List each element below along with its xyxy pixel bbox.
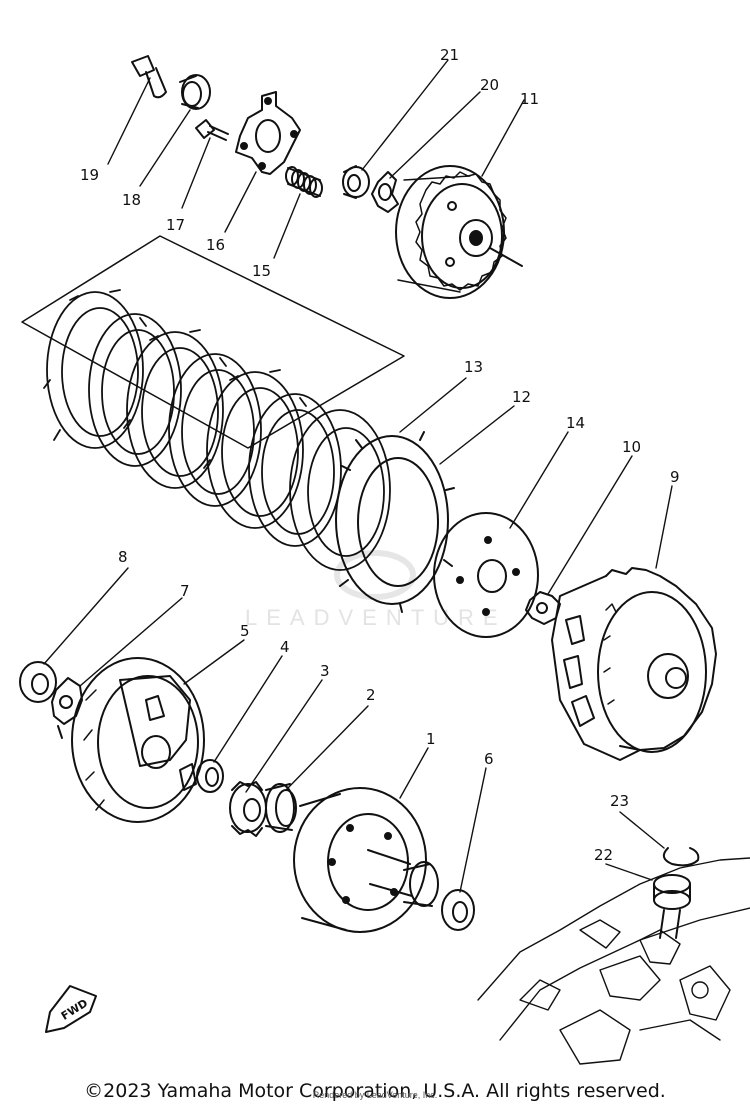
callout-9: 9	[670, 468, 680, 486]
callout-13: 13	[464, 358, 483, 376]
part-19-bolt[interactable]	[131, 55, 167, 99]
friction-plate	[203, 369, 307, 529]
callout-10: 10	[622, 438, 641, 456]
part-5-centrifugal-clutch[interactable]	[71, 657, 205, 823]
watermark-text: LEADVENTURE	[245, 605, 507, 630]
callout-7: 7	[180, 582, 190, 600]
clutch-plate-stack[interactable]	[43, 289, 391, 571]
callout-4: 4	[280, 638, 290, 656]
callout-11: 11	[520, 90, 539, 108]
part-16-plate[interactable]	[235, 91, 301, 175]
part-7-lockwasher[interactable]	[51, 677, 83, 739]
fwd-label: FWD	[59, 997, 90, 1023]
part-18-bearing[interactable]	[179, 74, 211, 110]
steel-plate	[88, 313, 182, 467]
part-23-circlip[interactable]	[662, 847, 700, 867]
part-4-washer[interactable]	[196, 759, 224, 793]
callout-14: 14	[566, 414, 585, 432]
watermark: LEADVENTURE	[245, 550, 507, 630]
callout-2: 2	[366, 686, 376, 704]
callout-3: 3	[320, 662, 330, 680]
part-20-lockwasher[interactable]	[371, 171, 399, 213]
steel-plate	[168, 353, 262, 507]
engine-case	[477, 857, 750, 1065]
part-15-spring[interactable]	[285, 166, 323, 198]
part-22-plug[interactable]	[653, 874, 691, 939]
callout-5: 5	[240, 622, 250, 640]
callout-19: 19	[80, 166, 99, 184]
fwd-arrow-icon	[45, 985, 97, 1033]
part-12-friction-plate[interactable]	[335, 431, 455, 613]
callout-17: 17	[166, 216, 185, 234]
part-9-clutch-housing[interactable]	[551, 567, 717, 761]
part-2-bearing[interactable]	[265, 783, 297, 833]
callout-1: 1	[426, 730, 436, 748]
copyright-notice: ©2023 Yamaha Motor Corporation, U.S.A. A…	[84, 1080, 666, 1102]
friction-plate-13	[289, 409, 391, 571]
callout-labels: 19 18 17 16 15 21 20 11 13 12 14 10 9 8 …	[80, 46, 680, 864]
part-6-washer[interactable]	[441, 889, 475, 931]
callout-23: 23	[610, 792, 629, 810]
callout-20: 20	[480, 76, 499, 94]
callout-16: 16	[206, 236, 225, 254]
callout-8: 8	[118, 548, 128, 566]
part-11-primary-driven-gear[interactable]	[395, 165, 523, 299]
callout-6: 6	[484, 750, 494, 768]
callout-15: 15	[252, 262, 271, 280]
callout-18: 18	[122, 191, 141, 209]
part-1-primary-drive[interactable]	[293, 787, 439, 933]
leader-lines	[43, 59, 673, 893]
group-bracket	[21, 235, 405, 449]
part-17-bolt[interactable]	[195, 119, 229, 141]
callout-21: 21	[440, 46, 459, 64]
friction-plate	[43, 289, 147, 449]
friction-plate	[123, 329, 227, 489]
part-21-nut[interactable]	[342, 165, 370, 199]
callout-22: 22	[594, 846, 613, 864]
callout-12: 12	[512, 388, 531, 406]
part-14-pressure-plate[interactable]	[433, 512, 539, 638]
part-8-washer[interactable]	[19, 661, 57, 703]
render-credit: Rendered by LeadVenture, Inc.	[312, 1090, 438, 1100]
